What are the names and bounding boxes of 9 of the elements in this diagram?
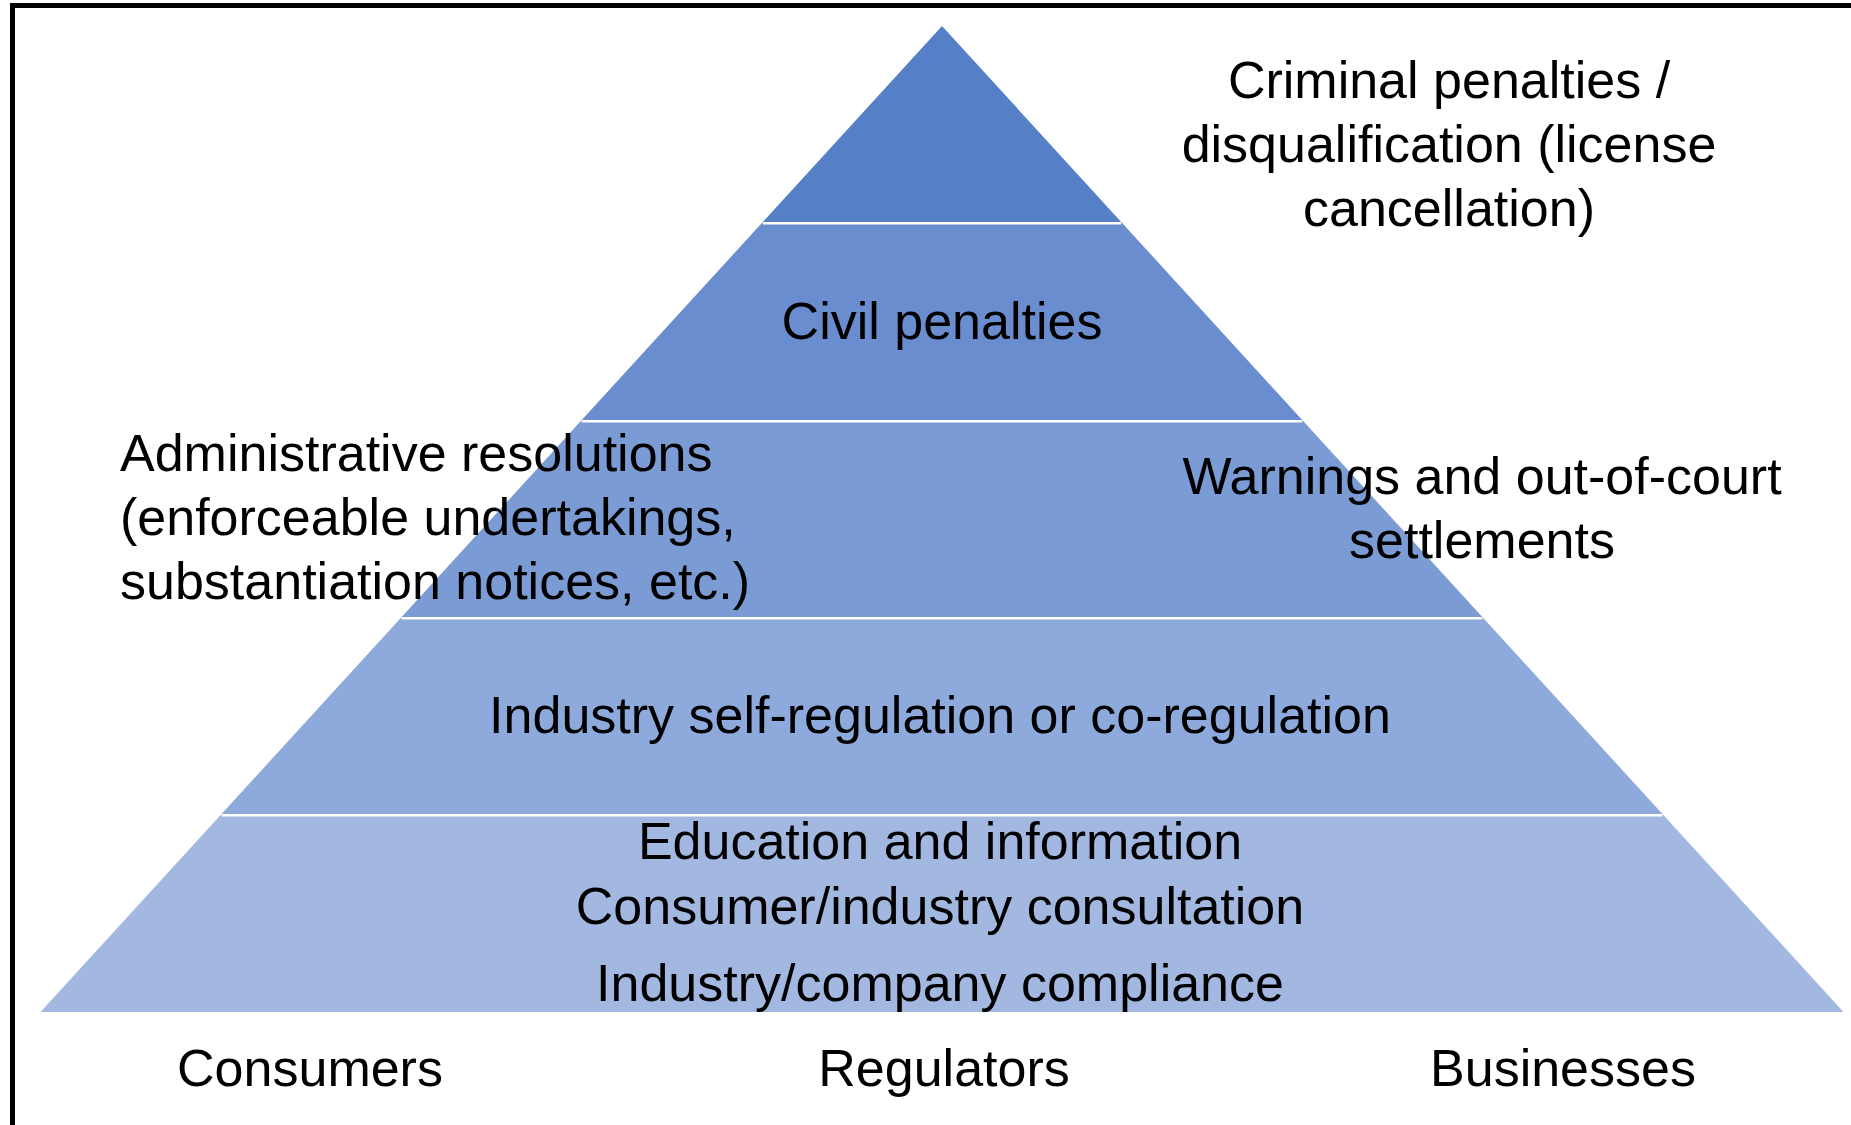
caption-text: Criminal penalties / disqualification (license cancellation) (1180, 50, 1718, 239)
tier-label: Civil penalties (781, 291, 1103, 352)
axis-label: Regulators (818, 1038, 1070, 1099)
axis-label: Businesses (1430, 1038, 1696, 1099)
tier-label: Industry/company compliance (596, 953, 1284, 1014)
tier-label: Consumer/industry consultation (575, 876, 1305, 937)
tier-label: Education and information (637, 811, 1243, 872)
axis-label: Consumers (177, 1038, 443, 1099)
tier-label: Industry self-regulation or co-regulation (489, 685, 1391, 746)
